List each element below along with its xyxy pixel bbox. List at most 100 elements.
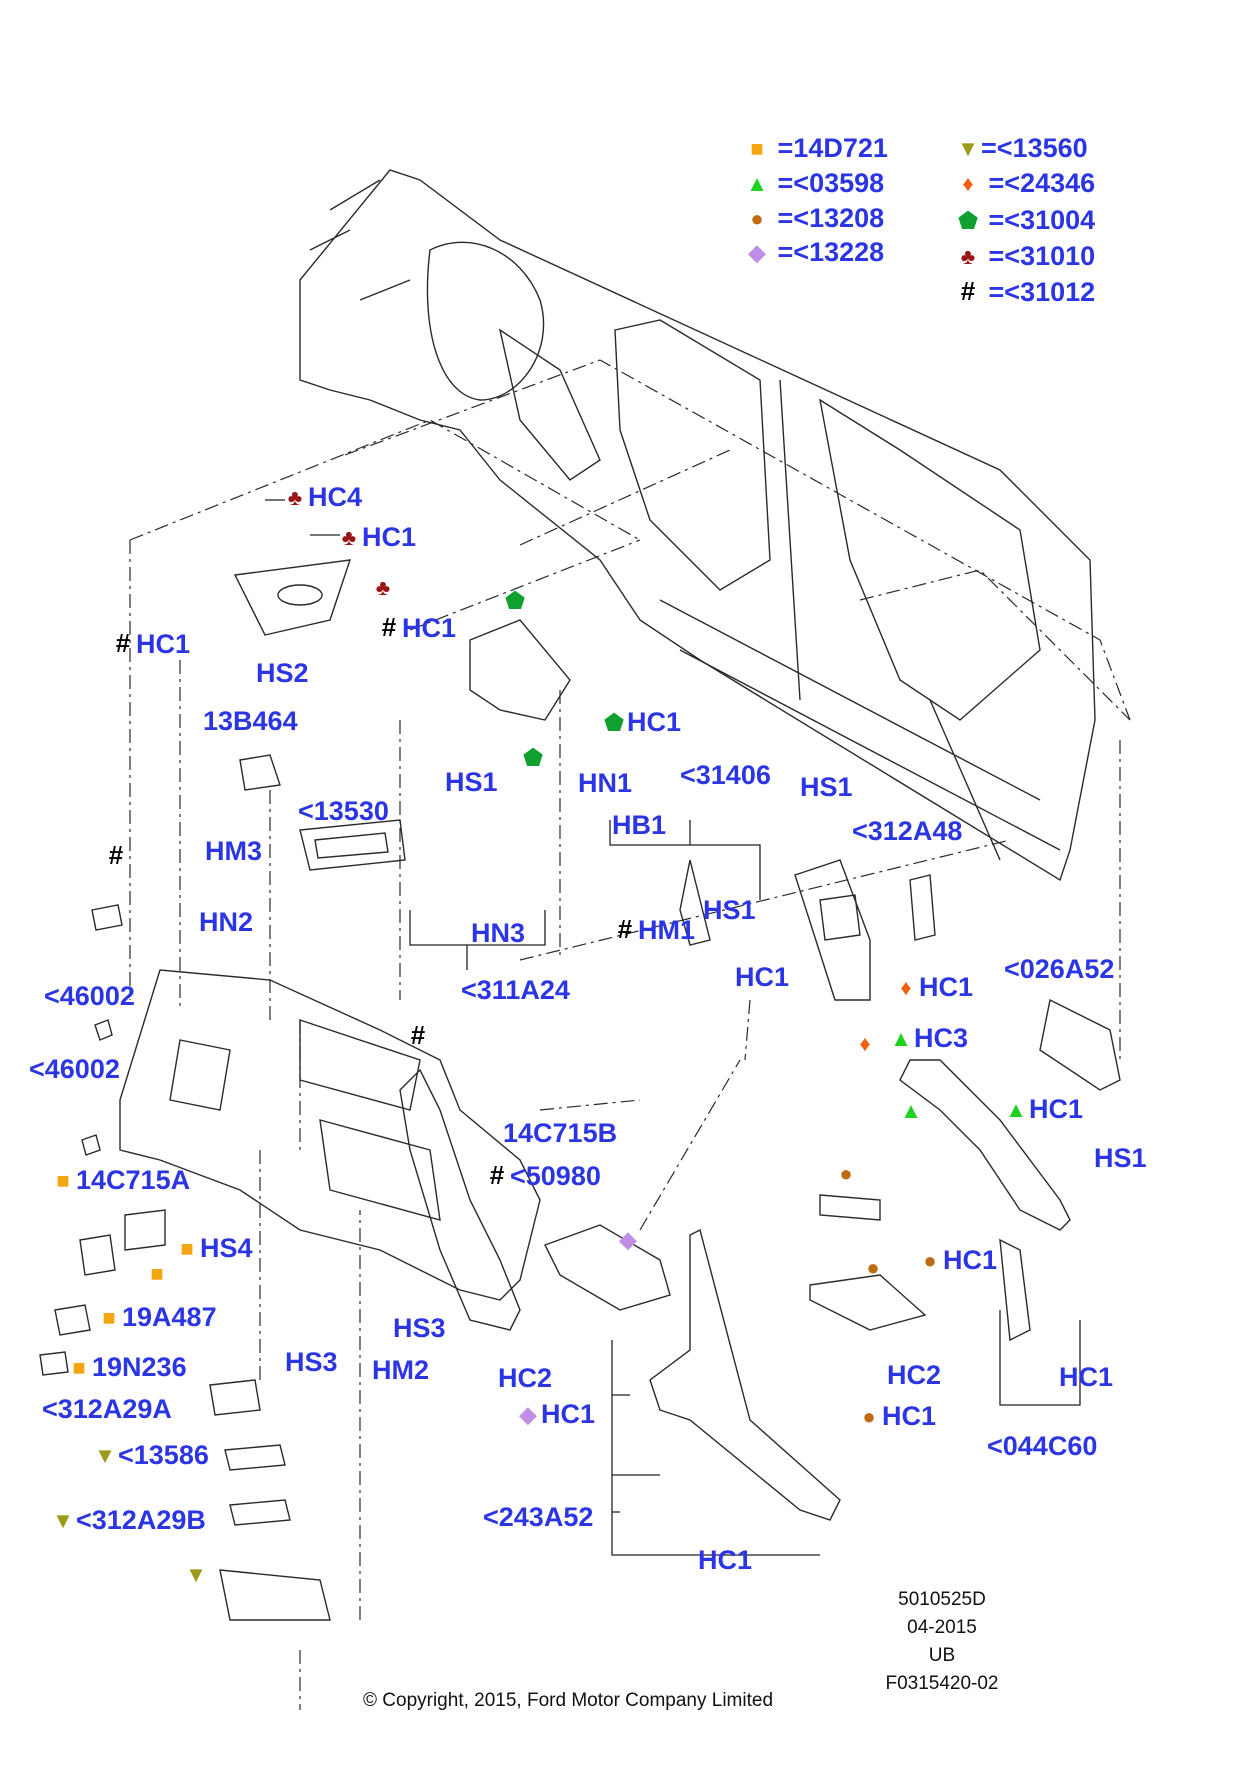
triangle-down-icon: ▼: [185, 1562, 207, 1587]
reference-number: 5010525D: [898, 1589, 986, 1610]
callout-text: <46002: [44, 981, 135, 1011]
body-side-frame: [299, 169, 1096, 882]
legend-item-club: ♣ =<31010: [955, 241, 1095, 272]
callout-diamond-hc1: ♦HC1: [893, 972, 973, 1003]
square-icon: ■: [750, 136, 764, 161]
callout-sq-19a487: ■19A487: [96, 1302, 217, 1333]
reference-date: 04-2015: [907, 1617, 977, 1638]
club-icon: ♣: [375, 575, 391, 600]
assembly-boundary-lines: [129, 359, 1131, 1710]
hash-icon: #: [960, 276, 976, 306]
callout-14c715b: 14C715B: [503, 1118, 617, 1148]
callout-pentagon-top: ⬟: [502, 585, 528, 616]
callout-text: HC1: [698, 1545, 753, 1575]
legend-item-circle: ● =<13208: [744, 203, 884, 234]
callout-text: <50980: [510, 1161, 601, 1191]
callout-tri-low: ▼: [183, 1559, 209, 1590]
circle-icon: ●: [839, 1161, 853, 1186]
callout-text: HC1: [919, 972, 974, 1002]
callout-text: HS3: [393, 1313, 446, 1343]
upper-trim-bracket: [469, 619, 571, 721]
callout-text: HC1: [943, 1245, 998, 1275]
hash-icon: #: [115, 628, 131, 658]
callout-text: HC1: [627, 707, 682, 737]
legend-item-square: ■ =14D721: [744, 133, 888, 164]
equals-sign: =: [777, 203, 794, 233]
triangle-up-icon: ▲: [890, 1026, 912, 1051]
triangle-down-icon: ▼: [957, 136, 979, 161]
callout-sq-19n236: ■19N236: [66, 1352, 187, 1383]
square-icon: ■: [150, 1261, 164, 1286]
club-icon: ♣: [287, 485, 303, 510]
legend-code: <03598: [793, 168, 885, 198]
callout-pentagon-hc1: ⬟HC1: [601, 707, 681, 738]
circle-icon: ●: [923, 1248, 937, 1273]
hash-icon: #: [108, 840, 124, 870]
copyright-notice: © Copyright, 2015, Ford Motor Company Li…: [363, 1690, 774, 1711]
callout-text: <31406: [680, 760, 771, 790]
callout-text: <311A24: [461, 975, 570, 1005]
legend-code: <13208: [793, 203, 885, 233]
callout-text: 14C715A: [76, 1165, 191, 1195]
callout-hc4: ♣HC4: [282, 482, 362, 513]
equals-sign: =: [988, 277, 1005, 307]
callout-hn1: HN1: [578, 768, 632, 798]
reference-market: UB: [928, 1645, 956, 1666]
callout-hs3-left: HS3: [285, 1347, 338, 1377]
callout-text: 19N236: [92, 1352, 187, 1382]
callout-text: HC2: [887, 1360, 942, 1390]
callout-tri: ▲: [898, 1095, 924, 1126]
triangle-up-icon: ▲: [900, 1098, 922, 1123]
callout-text: HB1: [612, 810, 667, 840]
hash-icon: #: [617, 914, 633, 944]
callout-text: HM1: [638, 915, 696, 945]
callout-hm2: HM2: [372, 1355, 429, 1385]
callout-hs1-right-top: HS1: [800, 772, 853, 802]
club-icon: ♣: [960, 244, 976, 269]
hash-icon: #: [410, 1020, 426, 1050]
storage-tray-13530: [299, 819, 406, 871]
equals-sign: =: [981, 133, 997, 163]
callout-tri-hc3: ▲HC3: [888, 1023, 968, 1054]
square-icon: ■: [56, 1168, 70, 1193]
circle-icon: ●: [866, 1255, 880, 1280]
callout-sq-14c715a: ■14C715A: [50, 1165, 190, 1196]
callout-circle-hc1-low: ●HC1: [856, 1401, 936, 1432]
callout-text: HN1: [578, 768, 633, 798]
leader-lines: [265, 499, 1081, 1556]
callout-text: HS1: [1094, 1143, 1147, 1173]
callout-text: HM3: [205, 836, 263, 866]
legend-item-pentagon: ⬟ =<31004: [955, 205, 1095, 236]
callout-hc2-mid: HC2: [498, 1363, 552, 1393]
callout-text: <312A29A: [42, 1394, 172, 1424]
callout-text: HC1: [402, 613, 457, 643]
callout-text: <243A52: [483, 1502, 594, 1532]
callout-hash-hm1: #HM1: [612, 914, 695, 945]
equals-sign: =: [777, 168, 794, 198]
callout-text: HN3: [471, 918, 526, 948]
lower-storage-tray: [219, 1569, 331, 1621]
narrow-diamond-icon: ♦: [859, 1031, 871, 1056]
equals-sign: =: [777, 133, 794, 163]
switch-bezel: [79, 1234, 116, 1276]
callout-text: <026A52: [1004, 954, 1115, 984]
callout-hs1-mid-right: HS1: [703, 895, 756, 925]
callout-hash-hc1-mid: #HC1: [376, 612, 456, 643]
callout-text: 14C715B: [503, 1118, 618, 1148]
legend-item-narrow-diamond: ♦ =<24346: [955, 168, 1095, 199]
callout-hc1-mid-right: HC1: [735, 962, 789, 992]
callout-sq-hs4: ■HS4: [174, 1233, 252, 1264]
square-icon: ■: [102, 1305, 116, 1330]
legend-code: <31004: [1004, 205, 1096, 235]
callout-circle-hc1-right: ●HC1: [917, 1245, 997, 1276]
pentagon-icon: ⬟: [505, 588, 525, 613]
callout-044c60: <044C60: [987, 1431, 1097, 1461]
callout-312a48: <312A48: [852, 816, 962, 846]
equals-sign: =: [988, 241, 1005, 271]
callout-text: 19A487: [122, 1302, 217, 1332]
callout-text: <13586: [118, 1440, 209, 1470]
callout-hash-left: #: [103, 840, 129, 871]
equals-sign: =: [988, 168, 1005, 198]
callout-hm3: HM3: [205, 836, 262, 866]
callout-text: HM2: [372, 1355, 430, 1385]
